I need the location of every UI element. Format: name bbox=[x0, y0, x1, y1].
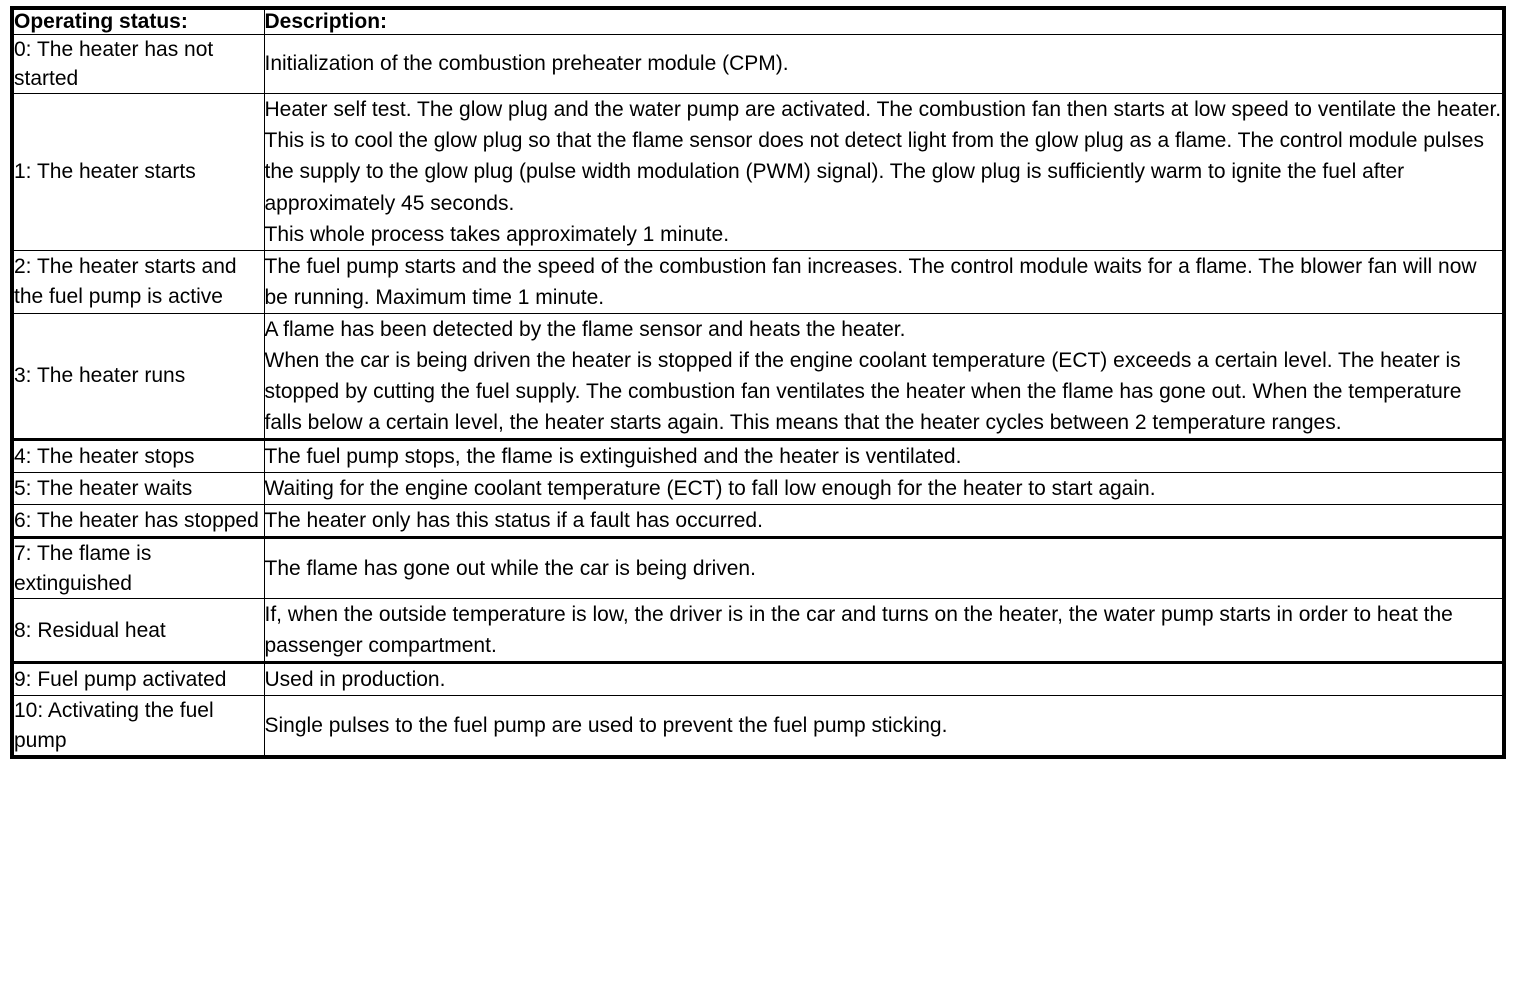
status-cell: 0: The heater has not started bbox=[11, 33, 265, 95]
description-paragraph: Initialization of the combustion preheat… bbox=[264, 52, 789, 76]
description-cell: Used in production. bbox=[263, 661, 1505, 697]
description-paragraph: This whole process takes approximately 1… bbox=[264, 222, 730, 246]
status-cell: 1: The heater starts bbox=[11, 93, 265, 251]
table-header: Operating status: Description: bbox=[11, 7, 1505, 35]
description-paragraph: The flame has gone out while the car is … bbox=[264, 557, 756, 581]
description-paragraph: A flame has been detected by the flame s… bbox=[264, 317, 906, 341]
description-cell: The heater only has this status if a fau… bbox=[263, 504, 1505, 539]
status-cell: 2: The heater starts and the fuel pump i… bbox=[11, 249, 265, 314]
description-cell: Waiting for the engine coolant temperatu… bbox=[263, 472, 1505, 506]
table-row: 2: The heater starts and the fuel pump i… bbox=[11, 249, 1505, 314]
description-paragraph: The fuel pump starts and the speed of th… bbox=[264, 254, 1477, 309]
description-paragraph: If, when the outside temperature is low,… bbox=[264, 603, 1453, 658]
status-cell: 5: The heater waits bbox=[11, 472, 265, 506]
table-header-row: Operating status: Description: bbox=[11, 7, 1505, 35]
status-cell: 10: Activating the fuel pump bbox=[11, 695, 265, 758]
description-cell: Initialization of the combustion preheat… bbox=[263, 33, 1505, 95]
description-cell: Single pulses to the fuel pump are used … bbox=[263, 695, 1505, 758]
description-paragraph: Heater self test. The glow plug and the … bbox=[264, 98, 1502, 215]
description-cell: The fuel pump stops, the flame is exting… bbox=[263, 438, 1505, 474]
description-cell: If, when the outside temperature is low,… bbox=[263, 598, 1505, 664]
description-paragraph: When the car is being driven the heater … bbox=[264, 348, 1462, 435]
description-paragraph: The fuel pump stops, the flame is exting… bbox=[264, 445, 962, 469]
description-paragraph: The heater only has this status if a fau… bbox=[264, 509, 763, 533]
description-cell: The fuel pump starts and the speed of th… bbox=[263, 249, 1505, 314]
description-cell: A flame has been detected by the flame s… bbox=[263, 312, 1505, 441]
status-cell: 8: Residual heat bbox=[11, 598, 265, 664]
operating-status-table: Operating status: Description: 0: The he… bbox=[10, 6, 1506, 760]
status-cell: 6: The heater has stopped bbox=[11, 504, 265, 539]
status-cell: 9: Fuel pump activated bbox=[11, 661, 265, 697]
status-cell: 3: The heater runs bbox=[11, 312, 265, 441]
description-paragraph: Used in production. bbox=[264, 668, 446, 692]
description-cell: Heater self test. The glow plug and the … bbox=[263, 93, 1505, 251]
description-cell: The flame has gone out while the car is … bbox=[263, 536, 1505, 600]
column-header-description: Description: bbox=[263, 7, 1505, 35]
status-cell: 4: The heater stops bbox=[11, 438, 265, 474]
column-header-operating-status: Operating status: bbox=[11, 7, 265, 35]
description-paragraph: Waiting for the engine coolant temperatu… bbox=[264, 477, 1156, 501]
description-paragraph: Single pulses to the fuel pump are used … bbox=[264, 714, 948, 738]
status-cell: 7: The flame is extinguished bbox=[11, 536, 265, 600]
